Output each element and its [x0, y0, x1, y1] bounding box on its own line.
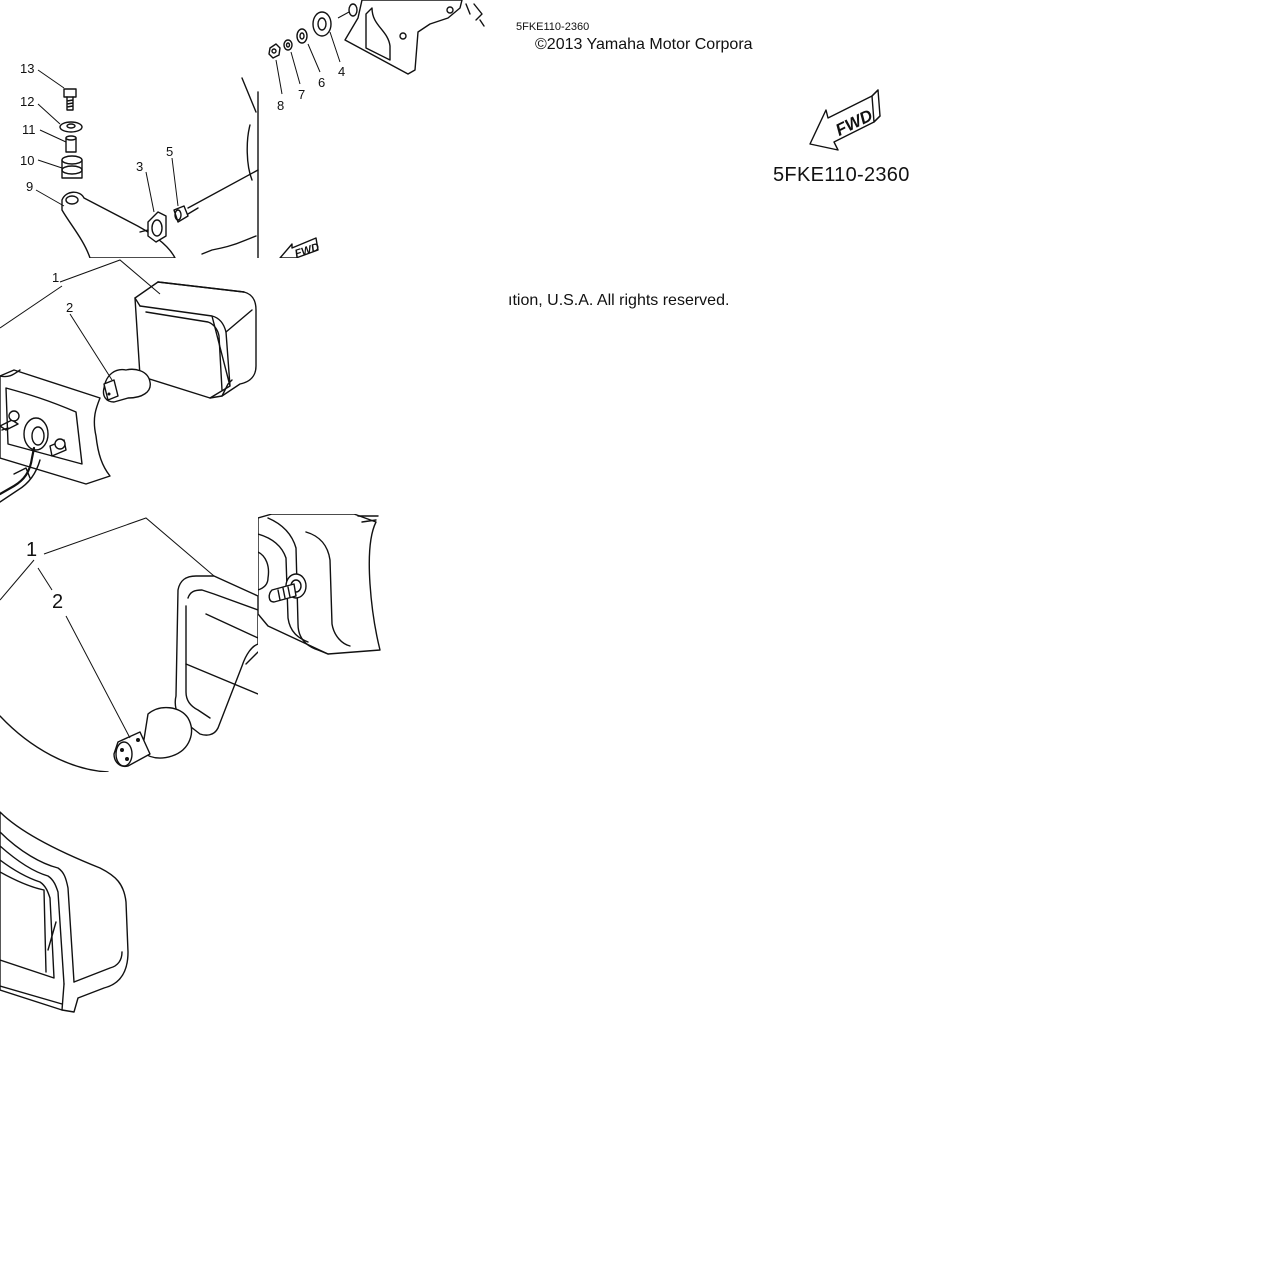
copyright-line-left: ©2013 Yamaha Motor Corpora: [535, 36, 753, 53]
part-4-washer: [312, 11, 332, 37]
callout-1: 1: [52, 270, 59, 285]
zoom-detail-housing-panel: [258, 514, 388, 656]
svg-text:FWD: FWD: [293, 241, 321, 258]
callout-3: 3: [136, 159, 143, 174]
part-code-large: 5FKE110-2360: [773, 164, 910, 186]
callout-5: 5: [166, 144, 173, 159]
part-2-bulb: [102, 368, 151, 403]
zoom-lens-side-drawing: [0, 811, 129, 1013]
zoom-callout-1: 1: [26, 539, 37, 561]
callout-13: 13: [20, 61, 34, 76]
callout-9: 9: [26, 179, 33, 194]
copyright-line-right: ıtion, U.S.A. All rights reserved.: [508, 292, 730, 309]
part-12-washer: [59, 121, 83, 133]
zoom-housing-drawing: [258, 514, 381, 655]
bracket-assembly-drawing: FWD 13 12 11 10 9 3 5 4 6 7 8: [20, 0, 485, 258]
fwd-arrow-small-icon: FWD: [279, 237, 321, 258]
callout-10: 10: [20, 153, 34, 168]
callout-6: 6: [318, 75, 325, 90]
part-1-lens: [134, 281, 257, 399]
taillight-housing: [0, 369, 111, 485]
exploded-view-panel: FWD 13 12 11 10 9 3 5 4 6 7 8: [0, 0, 520, 258]
part-code-small: 5FKE110-2360: [516, 21, 590, 33]
callout-12: 12: [20, 94, 34, 109]
part-2-bulb-zoom: [113, 707, 193, 768]
taillight-exploded-panel: 1 2: [0, 258, 258, 514]
callout-8: 8: [277, 98, 284, 113]
mounting-bracket: [344, 0, 463, 75]
callout-11: 11: [22, 122, 36, 137]
screw-icon: [268, 573, 307, 603]
taillight-drawing: 1 2: [0, 259, 257, 503]
zoom-detail-lens-side-panel: [0, 772, 135, 1022]
part-9-arm: [61, 191, 176, 258]
zoom-callout-2: 2: [52, 591, 63, 613]
callout-4: 4: [338, 64, 345, 79]
zoom-detail-lens-panel: 1 2: [0, 514, 258, 772]
callout-2: 2: [66, 300, 73, 315]
part-3-grommet: [147, 211, 167, 243]
lens-frame: [174, 575, 258, 736]
callout-7: 7: [298, 87, 305, 102]
fwd-arrow-icon: FWD: [809, 89, 881, 151]
zoom-lens-drawing: 1 2: [0, 517, 258, 772]
part-13-bolt: [63, 88, 77, 98]
